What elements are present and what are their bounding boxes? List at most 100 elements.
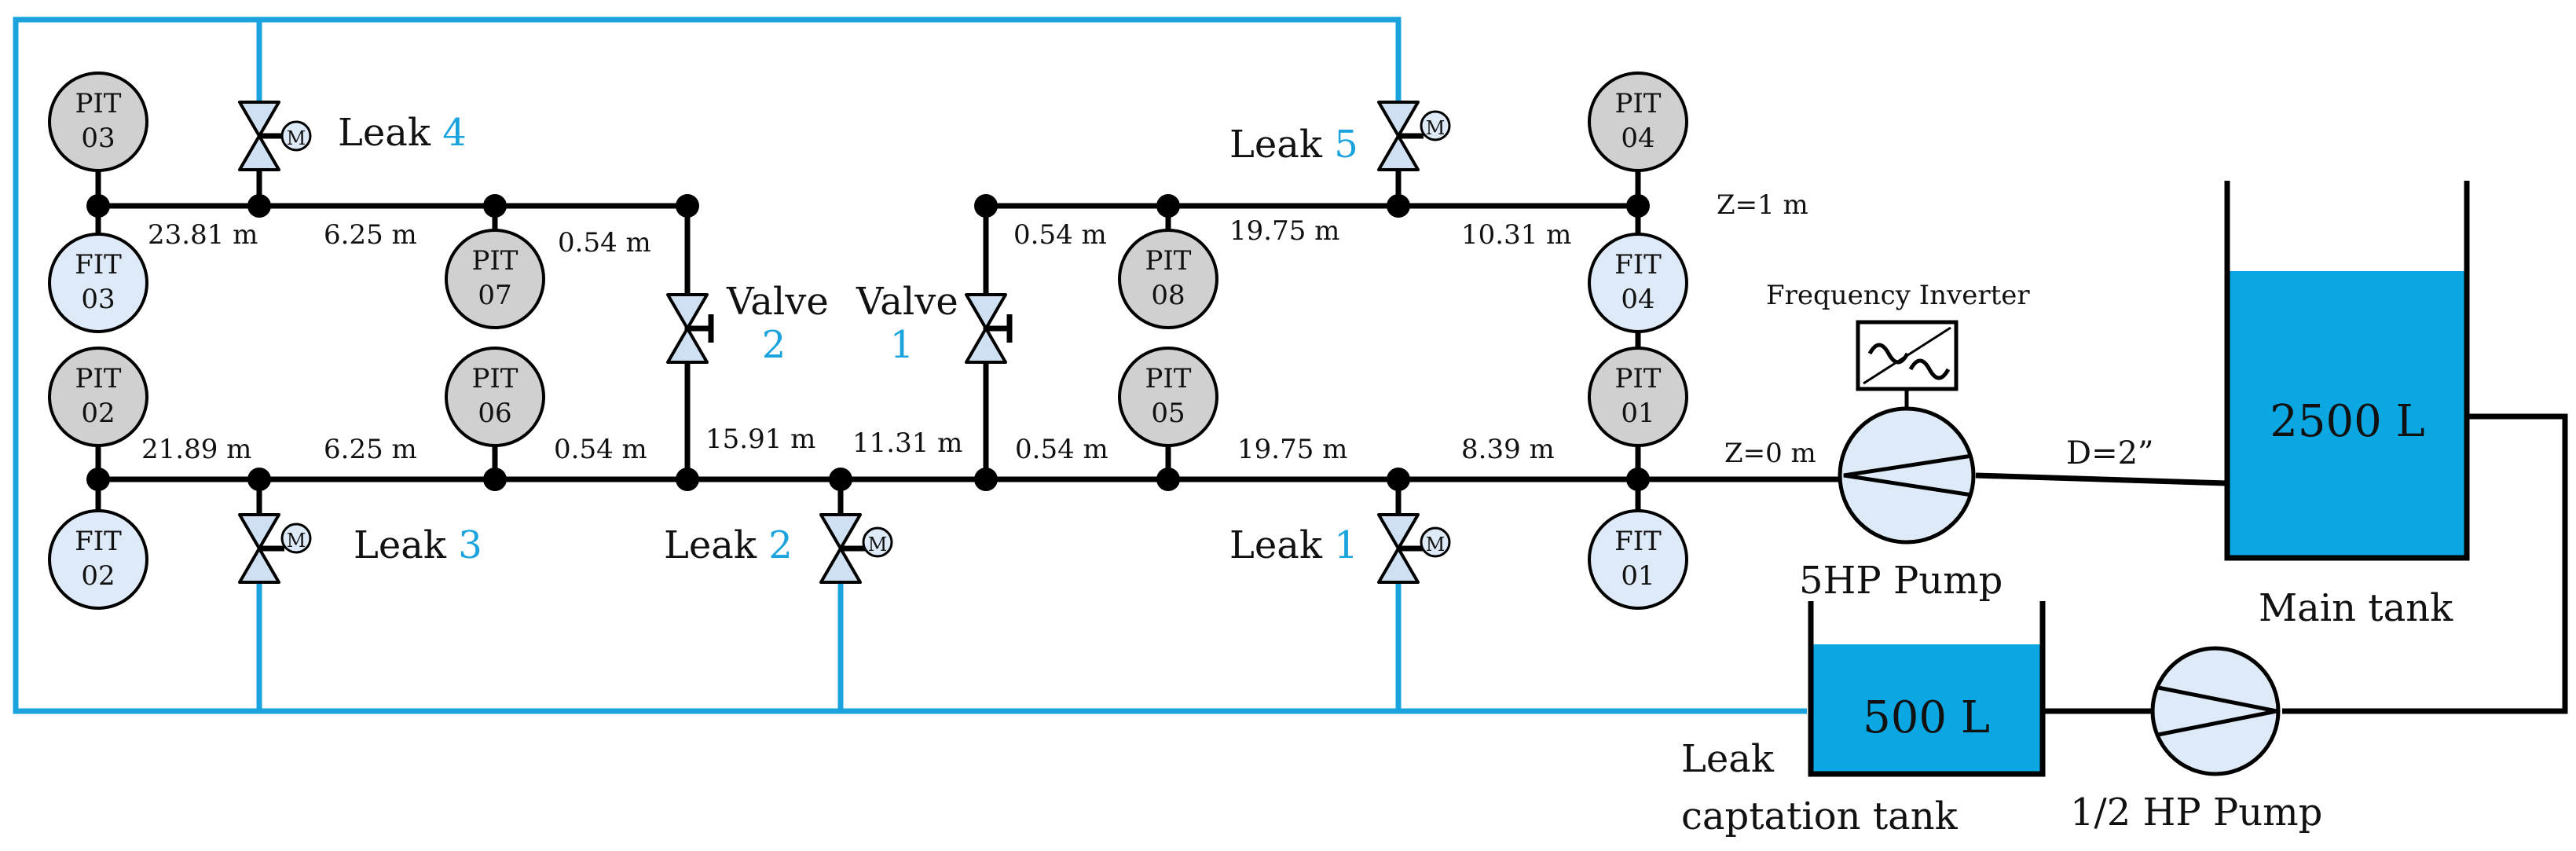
main-tank[interactable]: 2500 L Main tank — [2224, 181, 2470, 630]
elevation-top-label: Z=1 m — [1717, 189, 1808, 221]
fit-02[interactable]: FIT 02 — [48, 509, 148, 610]
pit-08[interactable]: PIT 08 — [1118, 229, 1218, 329]
pit-02[interactable]: PIT 02 — [48, 347, 148, 447]
svg-text:0.54 m: 0.54 m — [558, 227, 651, 259]
fit-01[interactable]: FIT 01 — [1588, 509, 1688, 610]
fit-03[interactable]: FIT 03 — [48, 233, 148, 333]
pump-icon — [2157, 685, 2277, 737]
leak-valve-1[interactable]: M — [1377, 513, 1451, 584]
svg-text:0.54 m: 0.54 m — [1015, 434, 1108, 465]
svg-text:M: M — [868, 534, 888, 556]
frequency-inverter[interactable]: Frequency Inverter — [1766, 280, 2030, 426]
svg-text:0.54 m: 0.54 m — [554, 434, 647, 465]
leak-drain-network — [13, 17, 1807, 714]
svg-text:PIT: PIT — [1145, 363, 1192, 394]
svg-text:2500 L: 2500 L — [2270, 396, 2425, 447]
svg-text:19.75 m: 19.75 m — [1237, 434, 1347, 465]
pit-07[interactable]: PIT 07 — [445, 229, 545, 329]
valve-1-label: Valve — [856, 280, 958, 324]
svg-text:6.25 m: 6.25 m — [324, 434, 417, 465]
valve-2-label: Valve — [726, 280, 829, 324]
svg-text:10.31 m: 10.31 m — [1461, 219, 1571, 251]
svg-text:01: 01 — [1621, 398, 1654, 429]
motor-icon — [1420, 526, 1451, 558]
svg-text:04: 04 — [1621, 284, 1654, 315]
leak-2-label: Leak 2 — [664, 523, 793, 567]
motor-icon — [1420, 110, 1451, 141]
svg-text:PIT: PIT — [472, 245, 518, 277]
svg-text:05: 05 — [1151, 398, 1185, 429]
flow-sensors: FIT 03 FIT 02 FIT 04 FIT 01 — [48, 233, 1688, 610]
pit-03[interactable]: PIT 03 — [48, 72, 148, 172]
svg-text:PIT: PIT — [1615, 88, 1662, 119]
svg-text:500 L: 500 L — [1863, 692, 1990, 743]
svg-text:M: M — [287, 127, 306, 149]
svg-text:captation tank: captation tank — [1681, 794, 1959, 838]
leak-labels: Leak 4 Leak 5 Leak 3 Leak 2 Leak 1 — [338, 111, 1358, 567]
pit-05[interactable]: PIT 05 — [1118, 347, 1218, 447]
motor-icon — [280, 523, 312, 554]
pit-01[interactable]: PIT 01 — [1588, 347, 1688, 447]
svg-text:5HP Pump: 5HP Pump — [1799, 559, 2003, 603]
valve-labels: Valve 2 Valve 1 — [726, 280, 958, 367]
svg-text:23.81 m: 23.81 m — [148, 219, 258, 251]
pipe-lengths: 23.81 m 6.25 m 0.54 m 0.54 m 19.75 m 10.… — [141, 215, 1571, 465]
svg-text:M: M — [287, 530, 306, 552]
pit-04[interactable]: PIT 04 — [1588, 72, 1688, 172]
leak-valve-3[interactable]: M — [238, 513, 312, 584]
svg-text:8.39 m: 8.39 m — [1461, 434, 1555, 465]
pressure-sensors: PIT 03 PIT 02 PIT 07 PIT 06 PIT 08 PIT 0… — [48, 72, 1688, 447]
svg-text:06: 06 — [478, 398, 511, 429]
svg-text:1: 1 — [890, 323, 914, 367]
leak-1-label: Leak 1 — [1229, 523, 1358, 567]
fit-04[interactable]: FIT 04 — [1588, 233, 1688, 333]
valve-2[interactable] — [666, 293, 714, 364]
svg-text:07: 07 — [478, 280, 511, 311]
svg-text:Frequency Inverter: Frequency Inverter — [1766, 280, 2030, 311]
manual-valves — [666, 293, 1013, 364]
svg-text:03: 03 — [81, 123, 115, 154]
main-pump[interactable]: 5HP Pump — [1799, 406, 2003, 603]
motor-icon — [862, 526, 893, 558]
leak-captation-tank[interactable]: 500 L Leak captation tank — [1681, 601, 2046, 838]
svg-text:21.89 m: 21.89 m — [141, 434, 251, 465]
leak-valve-2[interactable]: M — [819, 513, 893, 584]
svg-text:FIT: FIT — [75, 249, 122, 281]
leak-5-label: Leak 5 — [1229, 123, 1358, 167]
small-pump[interactable]: 1/2 HP Pump — [2070, 646, 2322, 834]
svg-text:02: 02 — [81, 398, 115, 429]
leak-valve-4[interactable]: M — [238, 101, 312, 171]
svg-text:04: 04 — [1621, 123, 1654, 154]
svg-text:15.91 m: 15.91 m — [705, 424, 815, 455]
svg-text:FIT: FIT — [75, 526, 122, 557]
svg-text:19.75 m: 19.75 m — [1229, 215, 1339, 247]
svg-text:03: 03 — [81, 284, 115, 315]
valve-1[interactable] — [965, 293, 1013, 364]
svg-text:FIT: FIT — [1614, 526, 1662, 557]
pump-icon — [1843, 453, 1973, 497]
svg-text:PIT: PIT — [75, 88, 122, 119]
leak-valve-5[interactable]: M — [1377, 101, 1451, 171]
sine-wave-icon — [1867, 343, 1910, 365]
svg-text:Leak: Leak — [1681, 737, 1775, 781]
svg-text:6.25 m: 6.25 m — [324, 219, 417, 251]
pit-06[interactable]: PIT 06 — [445, 347, 545, 447]
leak-valves: M M M M M — [238, 101, 1451, 584]
svg-text:08: 08 — [1151, 280, 1185, 311]
pipe-main-tank-return — [2282, 413, 2568, 714]
svg-text:01: 01 — [1621, 560, 1654, 592]
drain-loop — [13, 17, 1807, 714]
pipe-pump-to-main-tank — [1975, 472, 2228, 486]
sine-wave-icon — [1908, 358, 1951, 380]
svg-text:FIT: FIT — [1614, 249, 1662, 281]
svg-text:1/2 HP Pump: 1/2 HP Pump — [2070, 790, 2322, 834]
svg-text:02: 02 — [81, 560, 115, 592]
leak-4-label: Leak 4 — [338, 111, 467, 155]
svg-text:Main tank: Main tank — [2259, 586, 2453, 630]
svg-text:0.54 m: 0.54 m — [1013, 219, 1107, 251]
svg-text:2: 2 — [762, 323, 786, 367]
pipe-diameter-label: D=2” — [2066, 435, 2153, 471]
svg-text:PIT: PIT — [1615, 363, 1662, 394]
svg-text:PIT: PIT — [1145, 245, 1192, 277]
motor-icon — [280, 120, 312, 152]
